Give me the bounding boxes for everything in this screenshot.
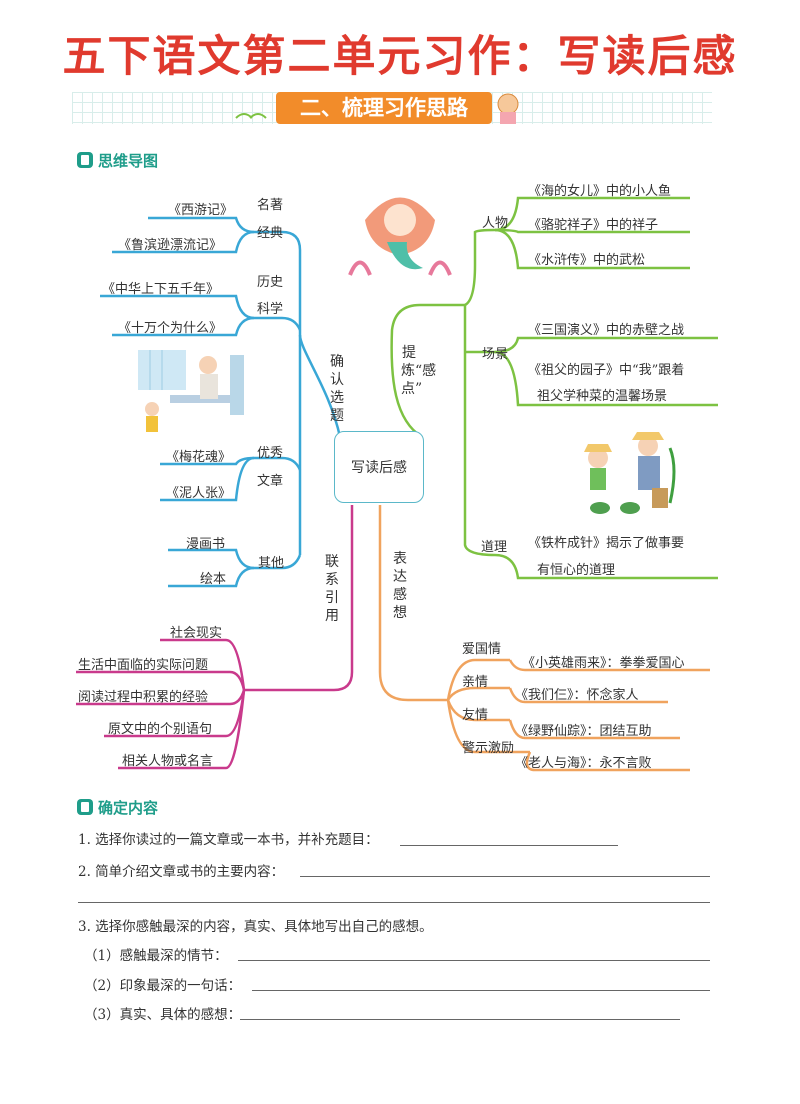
content-icon bbox=[77, 799, 93, 815]
group-label: 人物 bbox=[482, 216, 509, 231]
question-3-3: （3）真实、具体的感想： bbox=[84, 1007, 242, 1023]
list-item: 阅读过程中积累的经验 bbox=[78, 690, 209, 705]
list-item: 《十万个为什么》 bbox=[118, 321, 223, 336]
question-1: 1. 选择你读过的一篇文章或一本书，并补充题目： bbox=[78, 832, 379, 848]
group-label: 亲情 bbox=[462, 675, 489, 690]
question-3-2: （2）印象最深的一句话： bbox=[84, 978, 242, 994]
branch-label-refine: 提炼“感点” bbox=[401, 345, 437, 397]
section-banner: 二、梳理习作思路 bbox=[276, 92, 492, 124]
question-3: 3. 选择你感触最深的内容，真实、具体地写出自己的感想。 bbox=[78, 919, 433, 935]
list-item: 《鲁滨逊漂流记》 bbox=[118, 238, 223, 253]
list-item: 《骆驼祥子》中的祥子 bbox=[528, 218, 659, 233]
list-item: 社会现实 bbox=[170, 626, 223, 641]
answer-line-2a[interactable] bbox=[300, 876, 710, 877]
list-item: 《海的女儿》中的小人鱼 bbox=[528, 184, 672, 199]
list-item: 《梅花魂》 bbox=[166, 450, 232, 465]
answer-line-1[interactable] bbox=[400, 845, 618, 846]
group-label: 警示激励 bbox=[462, 741, 515, 756]
list-item: 生活中面临的实际问题 bbox=[78, 658, 209, 673]
list-item: 《泥人张》 bbox=[166, 486, 232, 501]
group-label: 名著 bbox=[257, 198, 284, 213]
answer-line-3b[interactable] bbox=[252, 990, 710, 991]
group-label: 科学 bbox=[257, 302, 284, 317]
list-item: 《三国演义》中的赤壁之战 bbox=[528, 323, 685, 338]
content-heading: 确定内容 bbox=[77, 797, 158, 818]
answer-line-3c[interactable] bbox=[240, 1019, 680, 1020]
list-item: 《西游记》 bbox=[168, 203, 234, 218]
list-item: 《我们仨》：怀念家人 bbox=[515, 688, 639, 703]
group-label: 道理 bbox=[481, 540, 508, 555]
answer-line-2b[interactable] bbox=[78, 902, 710, 903]
list-item: 《祖父的园子》中“我”跟着 bbox=[528, 363, 685, 378]
mindmap-center: 写读后感 bbox=[334, 431, 424, 503]
group-label: 爱国情 bbox=[462, 642, 502, 657]
page-title: 五下语文第二单元习作：写读后感 bbox=[62, 32, 738, 82]
list-item: 《老人与海》：永不言败 bbox=[515, 756, 652, 771]
group-label: 友情 bbox=[462, 708, 489, 723]
list-item: 《绿野仙踪》：团结互助 bbox=[515, 724, 652, 739]
list-item: 《小英雄雨来》：拳拳爱国心 bbox=[522, 656, 685, 671]
branch-label-confirm: 确认选题 bbox=[330, 354, 344, 424]
list-item: 《水浒传》中的武松 bbox=[528, 253, 646, 268]
group-label: 优秀 bbox=[257, 446, 284, 461]
list-item: 绘本 bbox=[200, 572, 227, 587]
question-2: 2. 简单介绍文章或书的主要内容： bbox=[78, 864, 285, 880]
group-label: 历史 bbox=[257, 275, 284, 290]
list-item: 相关人物或名言 bbox=[122, 754, 214, 769]
group-label: 经典 bbox=[257, 226, 284, 241]
list-item: 《铁杵成针》揭示了做事要 bbox=[528, 536, 685, 551]
answer-line-3a[interactable] bbox=[238, 960, 710, 961]
mermaid-illustration bbox=[348, 197, 452, 276]
group-label: 文章 bbox=[257, 474, 284, 489]
question-3-1: （1）感触最深的情节： bbox=[84, 948, 228, 964]
list-item: 《中华上下五千年》 bbox=[102, 282, 220, 297]
gardening-illustration bbox=[584, 432, 676, 514]
branch-label-cite: 联系引用 bbox=[325, 554, 339, 624]
list-item: 祖父学种菜的温馨场景 bbox=[537, 389, 668, 404]
reading-illustration bbox=[138, 350, 244, 432]
group-label: 场景 bbox=[482, 347, 509, 362]
list-item: 有恒心的道理 bbox=[537, 563, 616, 578]
group-label: 其他 bbox=[258, 556, 285, 571]
branch-label-express: 表达感想 bbox=[393, 551, 407, 621]
mindmap-icon bbox=[77, 152, 93, 168]
list-item: 原文中的个别语句 bbox=[108, 722, 213, 737]
list-item: 漫画书 bbox=[186, 537, 226, 552]
mindmap-heading: 思维导图 bbox=[77, 150, 158, 171]
